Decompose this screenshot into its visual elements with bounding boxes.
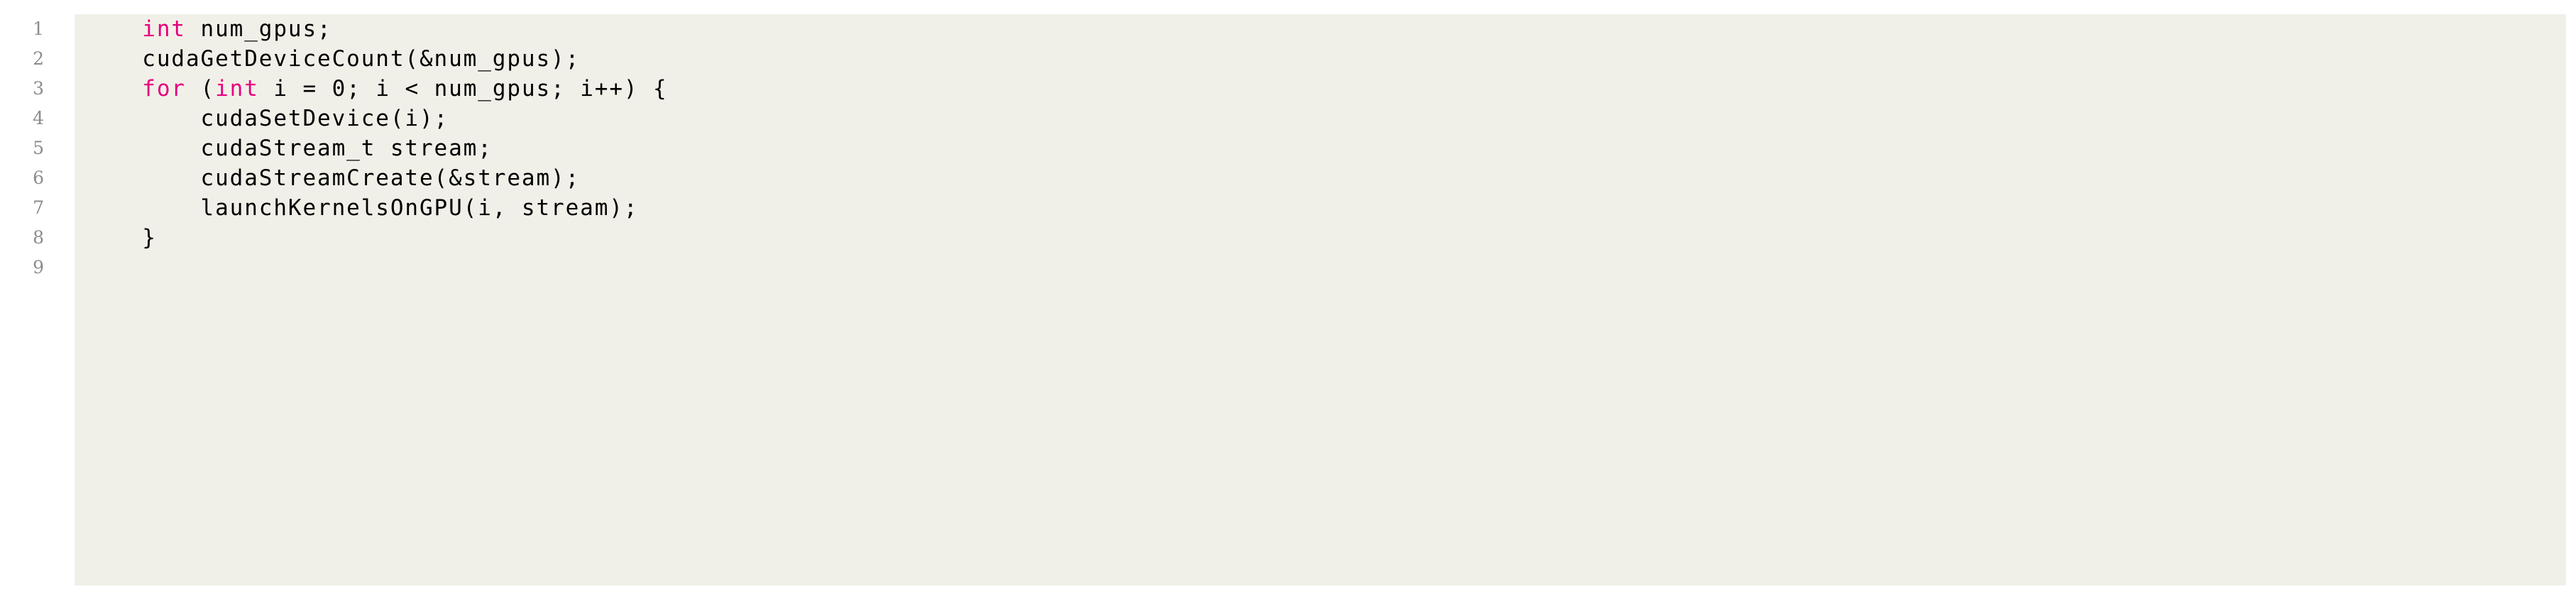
code-line: 2 cudaGetDeviceCount(&num_gpus); <box>0 44 2576 74</box>
code-line: 9 <box>0 253 2576 282</box>
code-token: } <box>84 225 157 251</box>
line-number: 8 <box>33 227 44 248</box>
line-code: cudaStreamCreate(&stream); <box>84 163 580 193</box>
code-token: launchKernelsOnGPU(i, stream); <box>84 195 639 221</box>
line-code: } <box>84 223 157 253</box>
line-number: 1 <box>33 18 44 39</box>
code-token: cudaSetDevice(i); <box>84 106 449 131</box>
code-line: 5 cudaStream_t stream; <box>0 133 2576 163</box>
line-number: 4 <box>33 108 44 128</box>
code-rows: 1 int num_gpus;2 cudaGetDeviceCount(&num… <box>0 14 2576 282</box>
code-line: 3 for (int i = 0; i < num_gpus; i++) { <box>0 74 2576 104</box>
line-number: 3 <box>33 78 44 99</box>
line-code: cudaSetDevice(i); <box>84 104 449 133</box>
line-number: 6 <box>33 168 44 188</box>
code-line: 6 cudaStreamCreate(&stream); <box>0 163 2576 193</box>
code-line: 1 int num_gpus; <box>0 14 2576 44</box>
code-line: 4 cudaSetDevice(i); <box>0 104 2576 133</box>
code-token: num_gpus; <box>185 16 332 42</box>
line-code: launchKernelsOnGPU(i, stream); <box>84 193 638 223</box>
line-number: 2 <box>33 48 44 69</box>
code-token <box>84 76 142 101</box>
code-token: ( <box>185 76 216 101</box>
line-number: 9 <box>33 257 44 278</box>
code-token: i = 0; i < num_gpus; i++) { <box>258 76 668 101</box>
code-background-panel <box>75 14 2566 586</box>
line-code: cudaStream_t stream; <box>84 133 493 163</box>
keyword-token: int <box>142 16 186 42</box>
code-line: 7 launchKernelsOnGPU(i, stream); <box>0 193 2576 223</box>
keyword-token: for <box>142 76 186 101</box>
keyword-token: int <box>215 76 259 101</box>
line-code: int num_gpus; <box>84 14 332 44</box>
line-code: cudaGetDeviceCount(&num_gpus); <box>84 44 580 74</box>
code-token <box>84 16 142 42</box>
line-number: 7 <box>33 197 44 218</box>
code-token: cudaStreamCreate(&stream); <box>84 165 581 191</box>
code-line: 8 } <box>0 223 2576 253</box>
code-token: cudaGetDeviceCount(&num_gpus); <box>84 46 581 72</box>
line-number: 5 <box>33 138 44 158</box>
code-token: cudaStream_t stream; <box>84 136 493 161</box>
line-code: for (int i = 0; i < num_gpus; i++) { <box>84 74 668 104</box>
